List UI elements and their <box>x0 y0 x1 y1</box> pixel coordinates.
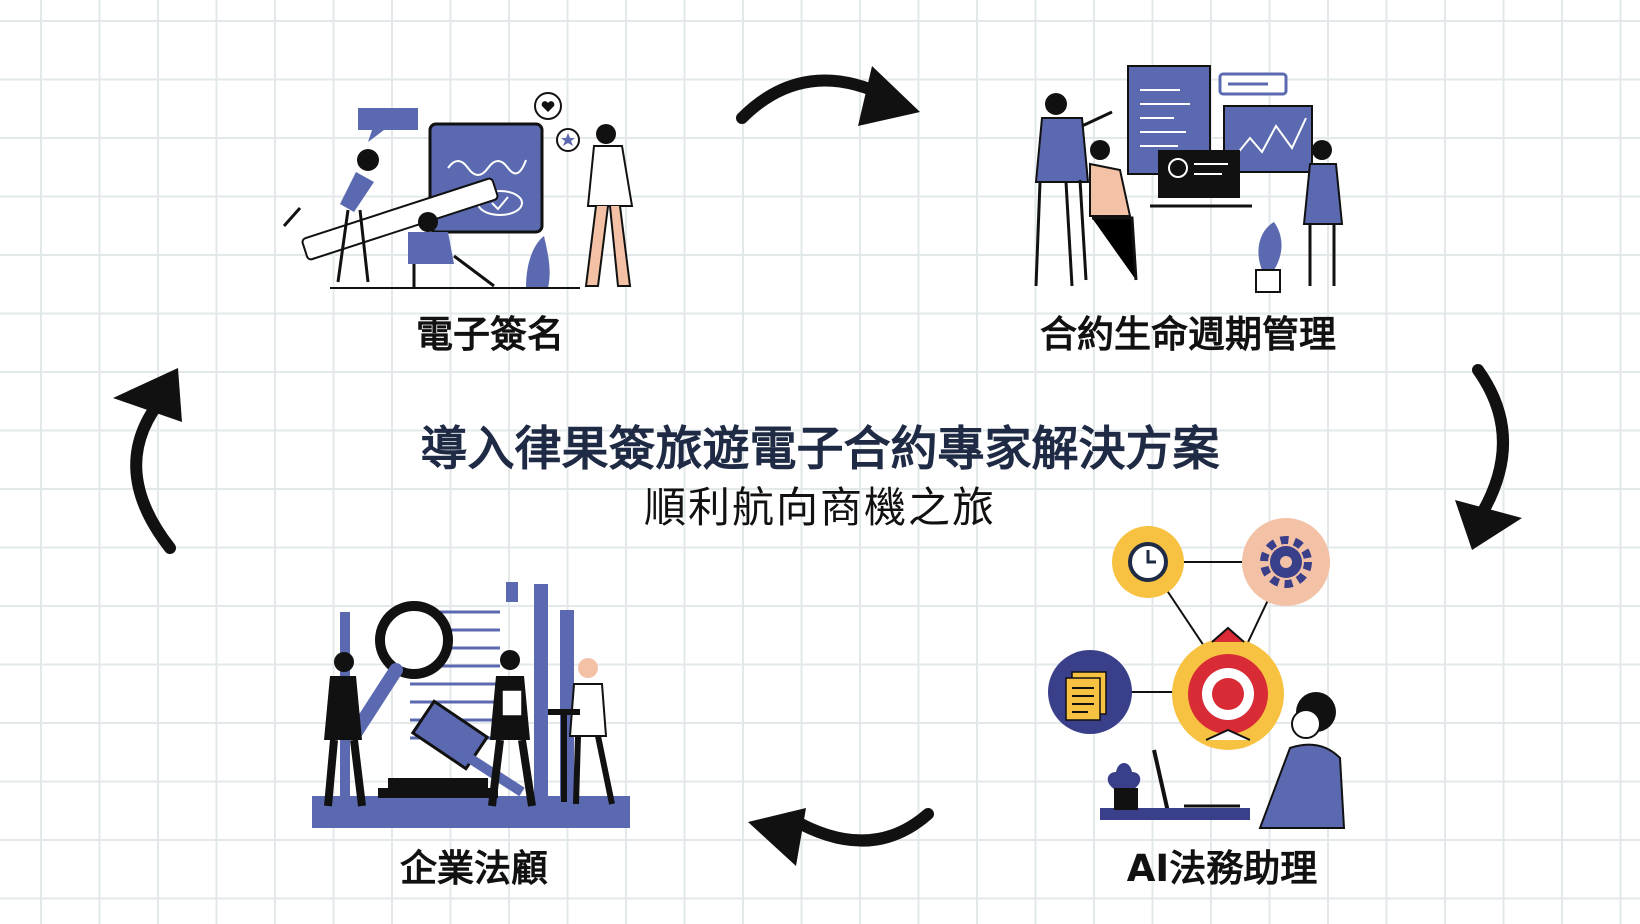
magnifier-icon <box>349 601 453 739</box>
clock-icon <box>1112 526 1184 598</box>
step-label-e-signature: 電子簽名 <box>416 313 564 356</box>
arrow-left-icon <box>748 808 934 866</box>
heart-icon <box>534 92 562 120</box>
document-icon <box>1048 650 1132 734</box>
arrow-up-icon <box>113 368 182 554</box>
star-icon <box>556 128 580 152</box>
step-label-contract-lifecycle: 合約生命週期管理 <box>1040 313 1336 356</box>
target-icon <box>1172 626 1284 750</box>
gavel-icon <box>410 699 525 797</box>
center-title: 導入律果簽旅遊電子合約專家解決方案 <box>420 422 1220 477</box>
arrow-right-icon <box>736 66 920 126</box>
step-label-legal-counsel: 企業法顧 <box>400 847 548 890</box>
arrow-down-icon <box>1455 364 1522 550</box>
gear-icon <box>1242 518 1330 606</box>
center-subtitle: 順利航向商機之旅 <box>643 483 997 532</box>
step-label-ai-legal-assistant: AI法務助理 <box>1126 847 1318 890</box>
